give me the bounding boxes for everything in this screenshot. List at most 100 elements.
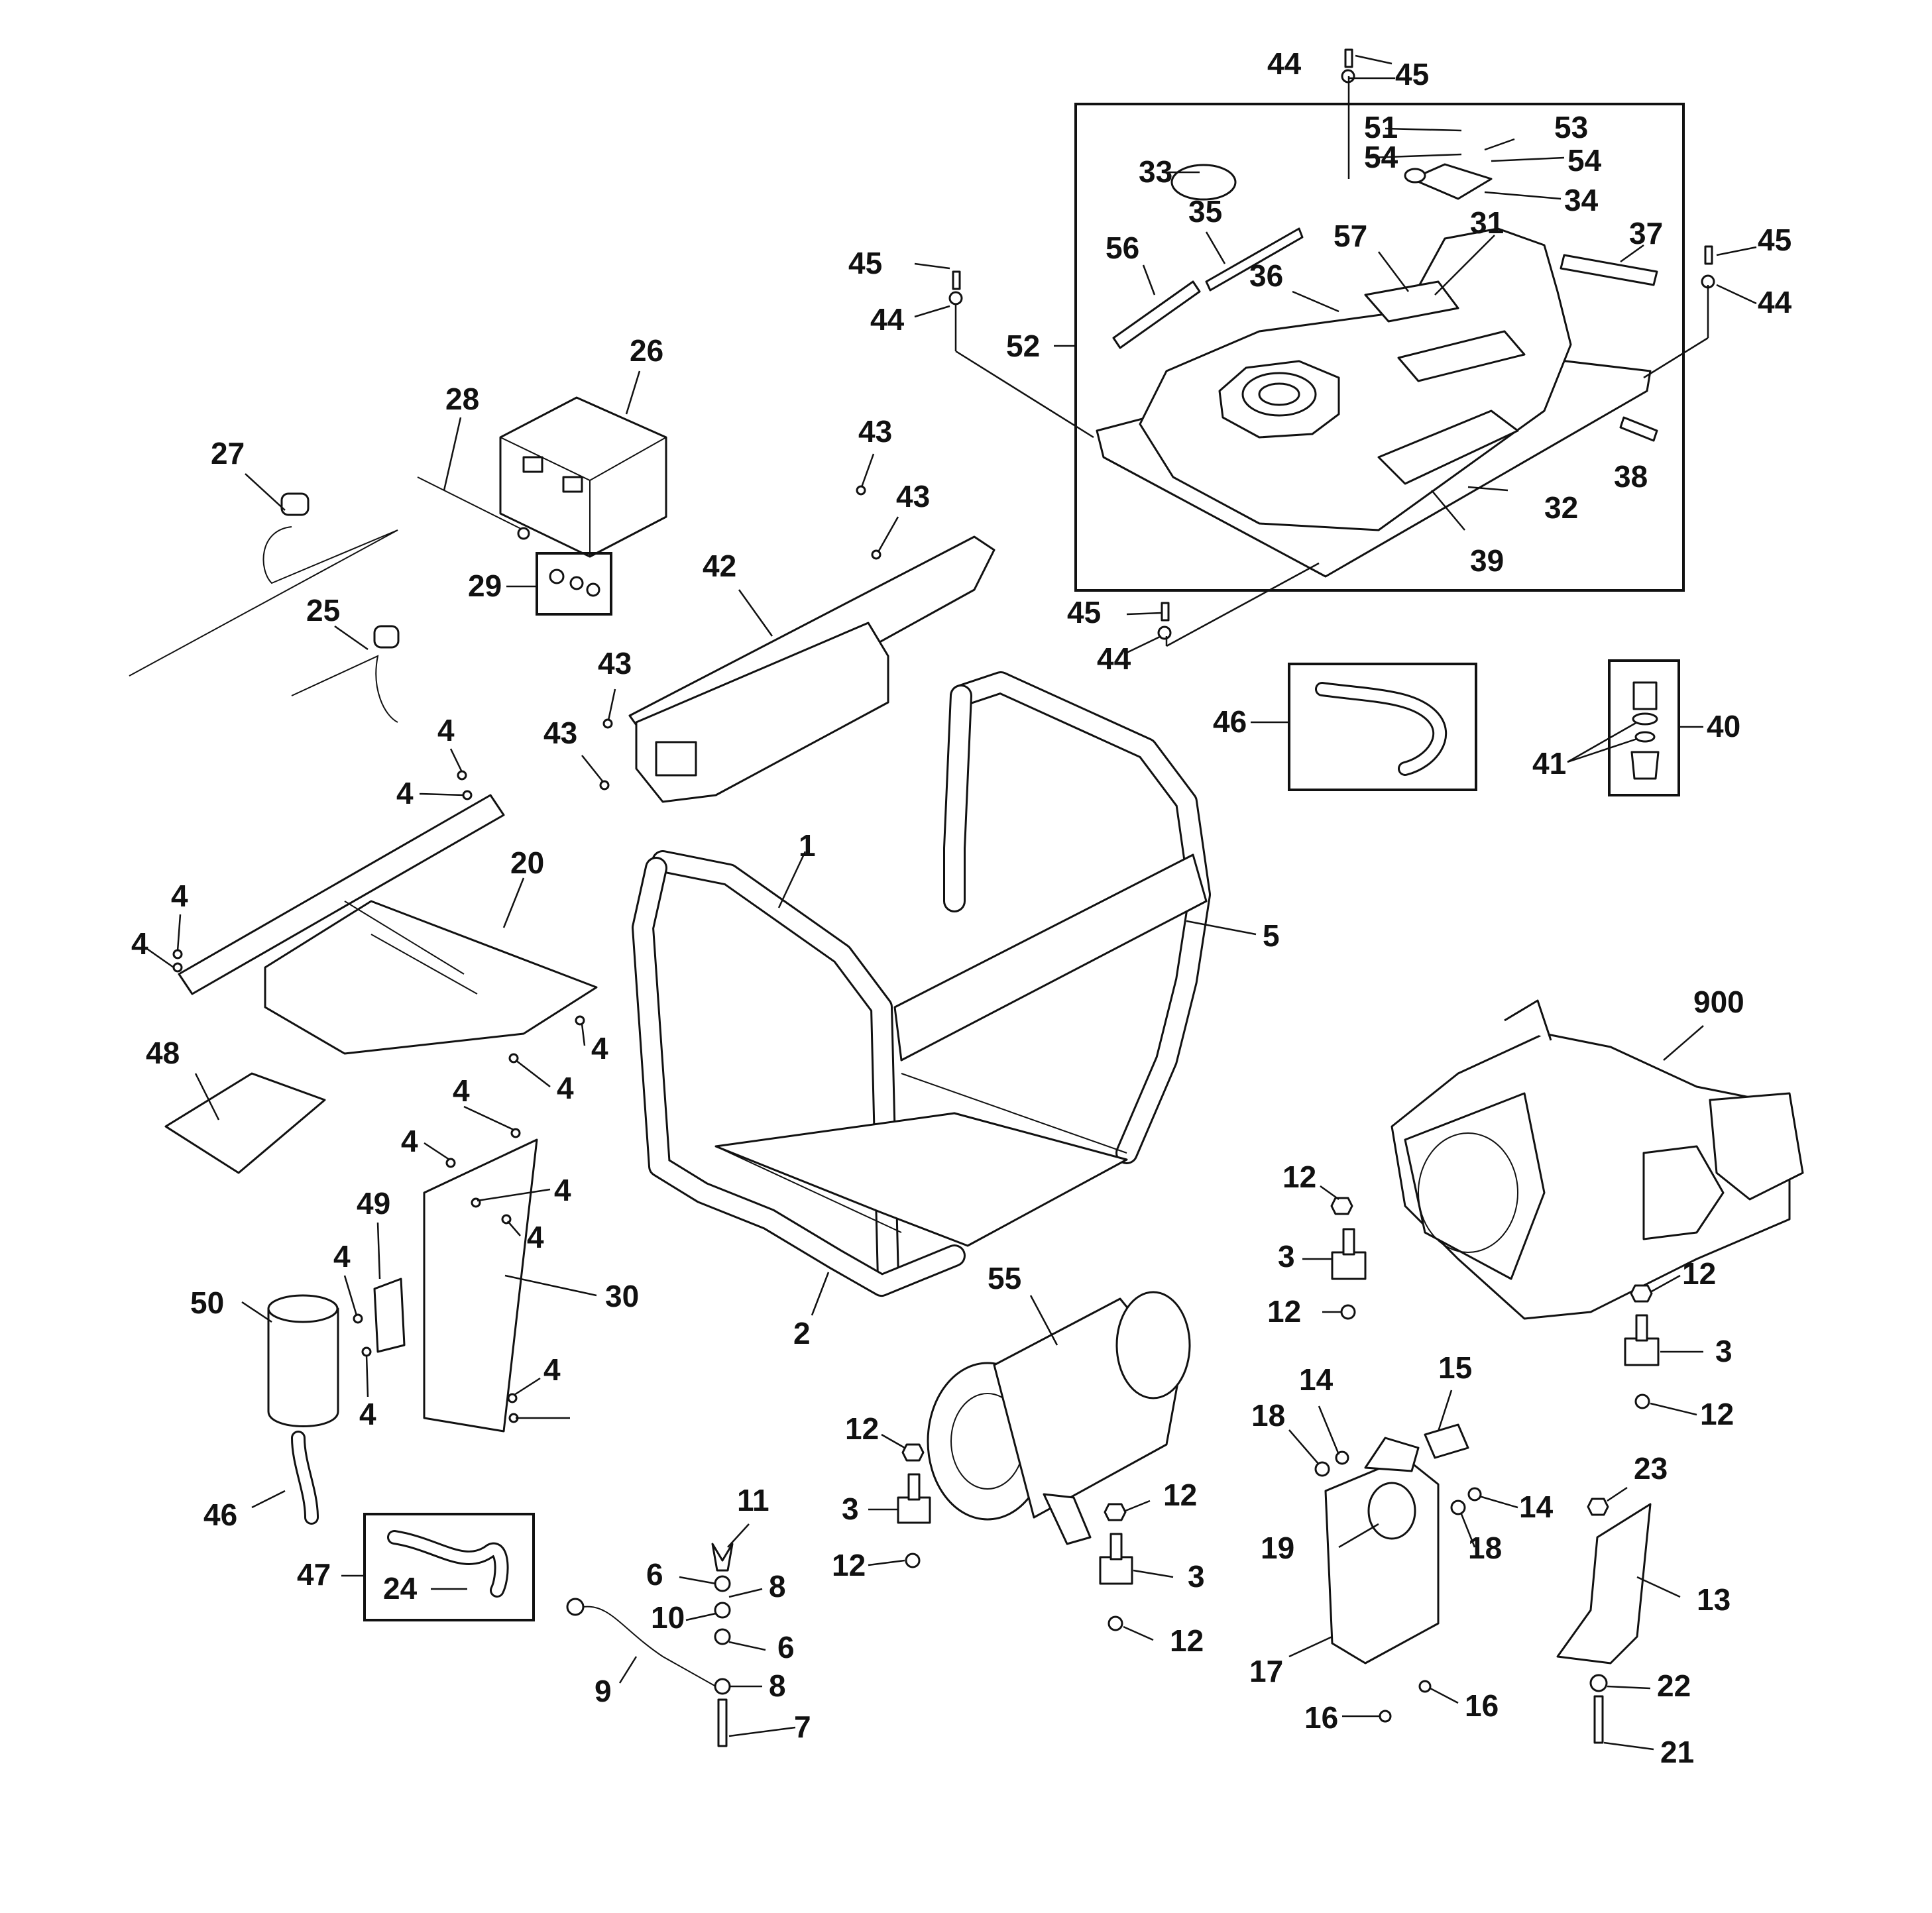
canister-body	[267, 1307, 339, 1427]
leader-3-d	[1133, 1569, 1174, 1578]
fuel-tank-label-area	[1377, 410, 1519, 485]
nut-12	[1330, 1197, 1353, 1215]
callout-44: 44	[1758, 285, 1792, 319]
leader-49	[376, 1222, 381, 1280]
screw-4	[361, 1346, 372, 1357]
mount-3	[897, 1496, 931, 1524]
battery-terminal-pos	[522, 456, 543, 473]
screw-4	[353, 1313, 363, 1324]
leader-31	[1434, 235, 1495, 296]
callout-19: 19	[1261, 1531, 1294, 1565]
leader-15	[1437, 1390, 1453, 1432]
fuel-valve-washer	[1632, 712, 1658, 726]
leader-20	[502, 877, 525, 928]
callout-48: 48	[146, 1036, 180, 1070]
canister-hose-46-inner	[293, 1433, 317, 1523]
callout-54: 54	[1567, 143, 1602, 178]
leader-30	[504, 1274, 597, 1297]
callout-16: 16	[1465, 1688, 1499, 1723]
callout-20: 20	[510, 846, 544, 880]
screw-4	[172, 962, 183, 973]
callout-34: 34	[1564, 183, 1599, 217]
leader-4-l	[365, 1354, 369, 1397]
screw-43	[871, 549, 881, 560]
base-tray-group	[178, 794, 598, 1055]
mounting-rail	[178, 794, 505, 995]
leader-45-c	[914, 262, 950, 270]
callout-12: 12	[1267, 1294, 1301, 1329]
leader-36	[1292, 290, 1339, 313]
leader-4-i	[477, 1188, 551, 1202]
callout-4: 4	[437, 713, 455, 747]
leader-9	[618, 1656, 638, 1684]
leader-51	[1385, 127, 1462, 132]
muffler-inlet-pipe	[1364, 1437, 1420, 1472]
nut-12	[1104, 1503, 1127, 1521]
callout-44: 44	[1097, 641, 1131, 676]
callout-4: 4	[171, 879, 188, 913]
hardware-fasteners	[172, 48, 1715, 1747]
callout-900: 900	[1693, 985, 1744, 1019]
frame-tube-front-a-inner	[653, 852, 897, 1288]
fuel-gauge-34-drawing	[1410, 163, 1493, 200]
callout-4: 4	[554, 1173, 571, 1207]
callout-labels: 44 45 51 53 54 54 33 34 35 31 57 36 56 3…	[131, 46, 1792, 1769]
callout-6: 6	[777, 1630, 795, 1665]
leader-4-a	[449, 748, 463, 773]
leader-18-b	[1460, 1513, 1476, 1548]
leader-45-b	[1716, 246, 1757, 256]
leader-bolt-45-b2	[1643, 337, 1709, 379]
callout-43: 43	[896, 479, 930, 514]
bolt-45	[1161, 602, 1170, 622]
nut-12	[901, 1443, 925, 1462]
leader-4-e	[581, 1023, 586, 1046]
leader-34	[1484, 191, 1562, 200]
callout-16: 16	[1304, 1700, 1338, 1735]
callout-4: 4	[359, 1397, 376, 1431]
panel-48-drawing	[164, 1072, 326, 1174]
callout-45: 45	[848, 246, 882, 280]
callout-7: 7	[794, 1710, 811, 1744]
leader-45-d	[1126, 612, 1162, 616]
callout-45: 45	[1067, 595, 1101, 629]
screw-4	[445, 1158, 456, 1168]
callout-12: 12	[1163, 1478, 1197, 1512]
callout-31: 31	[1470, 205, 1504, 240]
wing-nut-11	[711, 1543, 734, 1572]
muffler-gasket-15	[1424, 1423, 1469, 1459]
leader-54-a	[1368, 153, 1462, 159]
leader-4-k	[343, 1275, 358, 1316]
callout-30: 30	[605, 1279, 639, 1313]
callout-12: 12	[1700, 1397, 1734, 1431]
washer-44	[1157, 626, 1172, 640]
frame-crossbar-5	[893, 853, 1208, 1062]
screw-43	[602, 718, 613, 729]
callout-13: 13	[1697, 1582, 1731, 1617]
callout-51: 51	[1364, 110, 1398, 144]
bolt-45	[1704, 245, 1713, 265]
hardware-bolt	[549, 569, 565, 584]
leader-35	[1205, 231, 1226, 264]
bolt-21	[1593, 1695, 1604, 1744]
callout-21: 21	[1660, 1735, 1694, 1769]
callout-14: 14	[1519, 1490, 1554, 1524]
washer-14	[1335, 1450, 1349, 1465]
frame-tube-front-b-inner	[634, 859, 964, 1295]
leader-25	[334, 625, 369, 651]
leader-45-a	[1355, 54, 1392, 65]
canister-top	[267, 1294, 339, 1323]
leader-8-a	[728, 1588, 763, 1598]
fuel-tank-recess	[1397, 330, 1526, 382]
callout-44: 44	[1267, 46, 1302, 81]
mount-3-stud	[1342, 1228, 1355, 1256]
callout-22: 22	[1657, 1668, 1691, 1703]
fuel-valve-group	[1608, 659, 1680, 796]
leader-12-a	[1320, 1185, 1339, 1201]
leader-900	[1663, 1025, 1704, 1061]
leader-43-d	[581, 755, 604, 783]
leader-12-c	[1650, 1274, 1681, 1293]
cable-27-boot	[280, 492, 310, 516]
screw-43	[599, 780, 610, 791]
callout-4: 4	[396, 776, 414, 810]
